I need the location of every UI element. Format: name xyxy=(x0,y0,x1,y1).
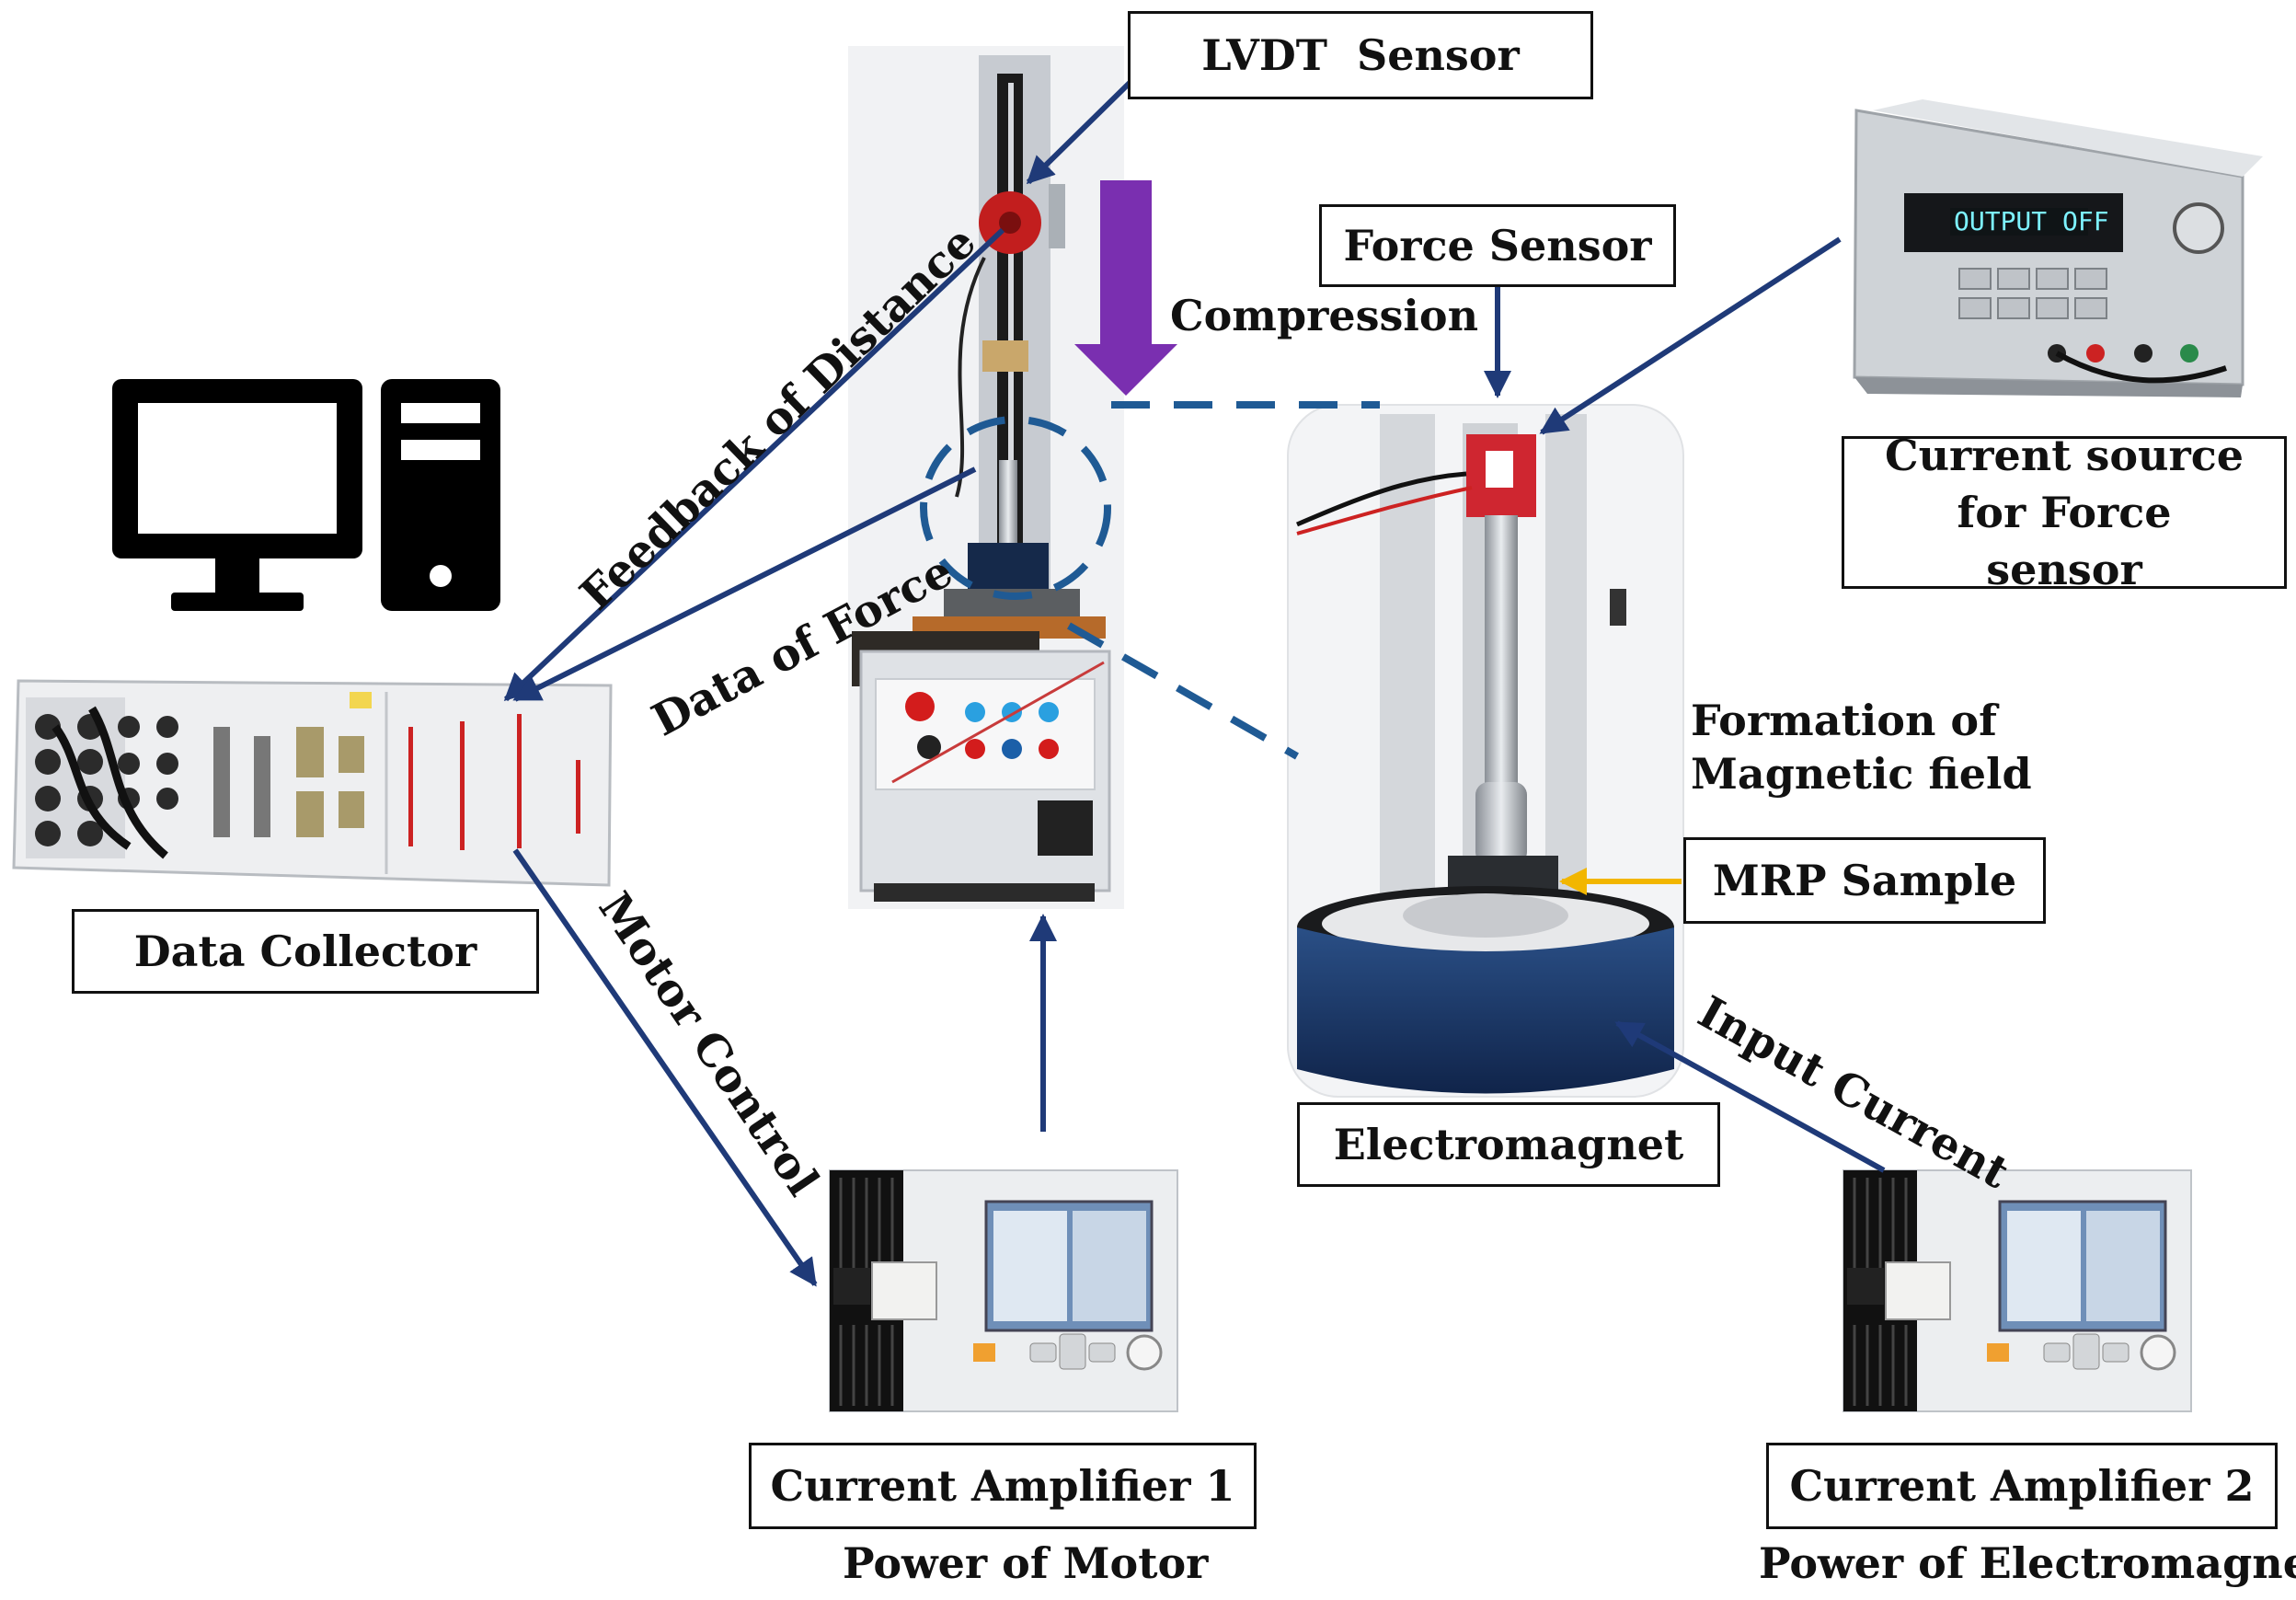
compression-arrow xyxy=(1074,180,1177,396)
connector-arrows xyxy=(503,80,1886,1287)
electromagnet-photo xyxy=(1287,404,1684,1098)
power-of-motor-label: Power of Motor xyxy=(843,1538,1209,1588)
compression-label: Compression xyxy=(1170,291,1479,340)
current-source-display: OUTPUT OFF xyxy=(1954,206,2109,236)
test-machine-photo xyxy=(848,46,1124,909)
lvdt-sensor-label: LVDT Sensor xyxy=(1128,11,1593,99)
current-amplifier-2-device xyxy=(1843,1169,2192,1412)
current-amplifier-1-label: Current Amplifier 1 xyxy=(749,1443,1257,1529)
monitor-icon xyxy=(112,379,362,611)
formation-line-1: Formation of xyxy=(1691,696,1997,745)
computer-tower-icon xyxy=(381,379,500,611)
current-source-label: Current source for Force sensor xyxy=(1842,431,2287,594)
mrp-sample-label: MRP Sample xyxy=(1683,837,2046,924)
zoom-dashed-lines xyxy=(920,401,1380,760)
data-collector-device xyxy=(12,679,613,887)
force-sensor-label: Force Sensor xyxy=(1319,204,1676,287)
formation-line-2: Magnetic field xyxy=(1691,749,2032,799)
electromagnet-label: Electromagnet xyxy=(1297,1102,1720,1187)
power-of-electromagnet-label: Power of Electromagnet xyxy=(1759,1538,2296,1588)
current-source-device xyxy=(1853,99,2263,397)
data-collector-label: Data Collector xyxy=(72,909,539,994)
current-amplifier-2-label: Current Amplifier 2 xyxy=(1766,1443,2278,1529)
current-amplifier-1-device xyxy=(829,1169,1178,1412)
